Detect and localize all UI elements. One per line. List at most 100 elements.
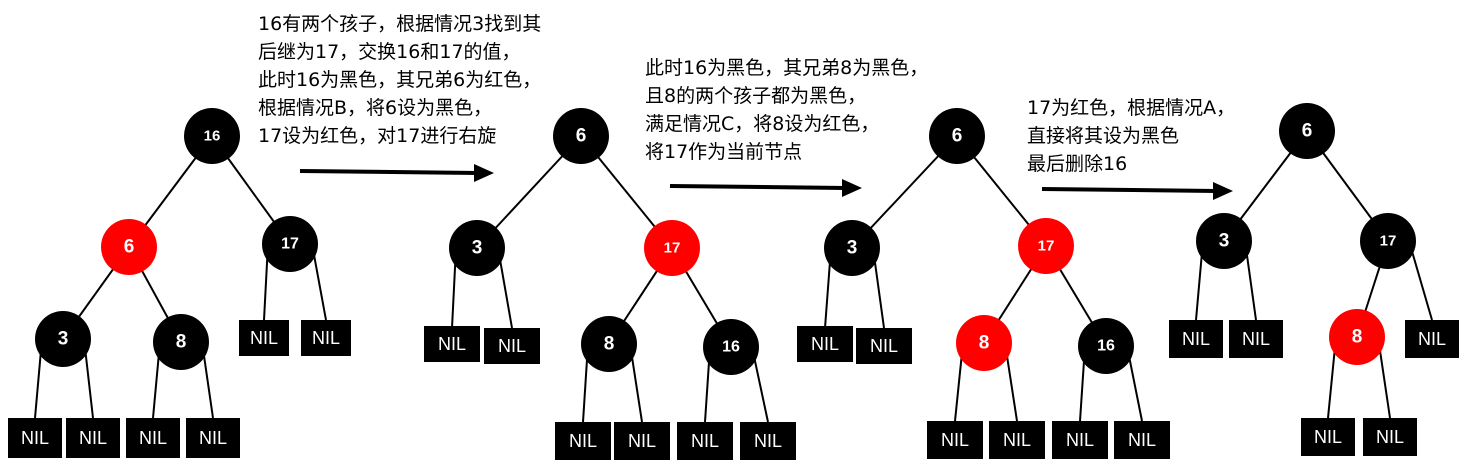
step2-description: 此时16为黑色，其兄弟8为黑色， 且8的两个孩子都为黑色， 满足情况C，将8设为…	[645, 57, 928, 163]
svg-text:6: 6	[952, 126, 963, 147]
svg-text:NIL: NIL	[199, 428, 227, 448]
svg-text:16: 16	[204, 128, 221, 145]
svg-text:NIL: NIL	[691, 431, 719, 451]
tree2-nil-3: NIL	[555, 422, 611, 460]
step3-description: 17为红色，根据情况A， 直接将其设为黑色 最后删除16	[1027, 97, 1235, 175]
tree2-nil-1: NIL	[424, 326, 480, 362]
tree2-node-16: 16	[703, 319, 759, 375]
step2-desc-line4: 将17作为当前节点	[645, 141, 802, 163]
svg-text:8: 8	[604, 334, 615, 355]
svg-text:NIL: NIL	[438, 334, 466, 354]
tree2-node-6: 6	[553, 108, 609, 164]
tree-step2: 6 3 17 8 16 NIL NIL NIL NIL NIL NIL	[424, 108, 796, 460]
tree1-nil-5: NIL	[126, 418, 180, 458]
step2-desc-line2: 且8的两个孩子都为黑色，	[645, 85, 866, 107]
tree3-nil-1: NIL	[797, 326, 853, 362]
arrow-2-to-3	[669, 179, 862, 197]
step1-desc-line3: 此时16为黑色，其兄弟6为红色，	[258, 69, 541, 91]
svg-text:16: 16	[1097, 338, 1115, 355]
tree-step3: 6 3 17 8 16 NIL NIL NIL NIL NIL NIL	[797, 108, 1170, 459]
svg-text:NIL: NIL	[139, 428, 167, 448]
tree2-nil-6: NIL	[740, 422, 796, 460]
tree3-node-8: 8	[956, 315, 1012, 371]
svg-text:17: 17	[664, 240, 681, 257]
tree4-node-3: 3	[1196, 213, 1252, 269]
svg-text:6: 6	[576, 126, 587, 147]
tree1-node-17: 17	[262, 216, 318, 272]
svg-text:NIL: NIL	[1128, 430, 1156, 450]
tree1-nil-4: NIL	[66, 418, 120, 458]
svg-text:3: 3	[847, 238, 858, 259]
tree2-node-3: 3	[449, 220, 505, 276]
tree3-node-16: 16	[1078, 318, 1134, 374]
step3-desc-line1: 17为红色，根据情况A，	[1027, 97, 1235, 119]
svg-text:NIL: NIL	[312, 328, 340, 348]
tree1-nil-2: NIL	[301, 320, 351, 356]
svg-text:NIL: NIL	[498, 336, 526, 356]
step1-desc-line4: 根据情况B，将6设为黑色，	[258, 97, 492, 119]
tree-step1: 16 6 17 3 8 NIL NIL NIL NIL NIL NIL	[8, 108, 351, 458]
tree4-nil-5: NIL	[1363, 418, 1417, 456]
svg-text:17: 17	[1038, 238, 1055, 255]
svg-text:NIL: NIL	[250, 328, 278, 348]
svg-text:3: 3	[472, 238, 483, 259]
tree4-nil-3: NIL	[1405, 320, 1459, 358]
svg-text:NIL: NIL	[628, 431, 656, 451]
tree2-node-17: 17	[644, 220, 700, 276]
svg-text:NIL: NIL	[1418, 329, 1446, 349]
tree4-node-17: 17	[1360, 213, 1416, 269]
svg-text:NIL: NIL	[811, 334, 839, 354]
tree3-node-3: 3	[824, 220, 880, 276]
tree1-node-3: 3	[35, 311, 91, 367]
tree1-node-6: 6	[101, 219, 157, 275]
svg-text:NIL: NIL	[1066, 430, 1094, 450]
tree2-nil-2: NIL	[484, 328, 540, 364]
svg-text:3: 3	[1219, 231, 1230, 252]
svg-text:NIL: NIL	[1376, 427, 1404, 447]
step1-desc-line1: 16有两个孩子，根据情况3找到其	[258, 13, 541, 35]
svg-text:NIL: NIL	[569, 431, 597, 451]
arrow-3-to-4	[1041, 182, 1233, 200]
tree3-nil-6: NIL	[1114, 421, 1170, 459]
svg-text:NIL: NIL	[870, 336, 898, 356]
step2-desc-line1: 此时16为黑色，其兄弟8为黑色，	[645, 57, 928, 79]
tree2-node-8: 8	[581, 316, 637, 372]
step1-desc-line2: 后继为17，交换16和17的值，	[258, 41, 521, 63]
tree3-node-6: 6	[929, 108, 985, 164]
step3-desc-line2: 直接将其设为黑色	[1027, 125, 1179, 147]
tree4-nil-1: NIL	[1169, 320, 1223, 358]
svg-text:NIL: NIL	[21, 428, 49, 448]
tree1-nil-6: NIL	[186, 418, 240, 458]
tree4-node-8: 8	[1329, 309, 1385, 365]
tree3-nil-3: NIL	[927, 421, 983, 459]
tree1-node-16: 16	[184, 108, 240, 164]
svg-text:8: 8	[979, 333, 990, 354]
step2-desc-line3: 满足情况C，将8设为红色，	[645, 113, 879, 135]
tree4-nil-2: NIL	[1229, 320, 1283, 358]
tree1-nil-1: NIL	[239, 320, 289, 356]
tree4-node-6: 6	[1279, 103, 1335, 159]
svg-text:8: 8	[1352, 327, 1363, 348]
arrow-1-to-2	[299, 164, 494, 182]
svg-text:NIL: NIL	[1182, 329, 1210, 349]
tree1-nil-3: NIL	[8, 418, 62, 458]
tree4-nil-4: NIL	[1301, 418, 1355, 456]
svg-text:NIL: NIL	[1003, 430, 1031, 450]
svg-text:NIL: NIL	[79, 428, 107, 448]
svg-text:3: 3	[58, 329, 69, 350]
svg-text:16: 16	[722, 339, 740, 356]
tree-step4: 6 3 17 8 NIL NIL NIL NIL NIL	[1169, 103, 1459, 456]
tree3-nil-5: NIL	[1052, 421, 1108, 459]
svg-text:17: 17	[1380, 233, 1397, 250]
svg-text:NIL: NIL	[941, 430, 969, 450]
svg-text:6: 6	[1302, 121, 1313, 142]
tree3-nil-4: NIL	[989, 421, 1045, 459]
tree1-node-8: 8	[153, 314, 209, 370]
svg-text:17: 17	[281, 236, 299, 253]
svg-text:6: 6	[124, 237, 135, 258]
svg-text:NIL: NIL	[754, 431, 782, 451]
tree3-node-17: 17	[1018, 218, 1074, 274]
tree2-nil-4: NIL	[614, 422, 670, 460]
tree3-nil-2: NIL	[856, 328, 912, 364]
